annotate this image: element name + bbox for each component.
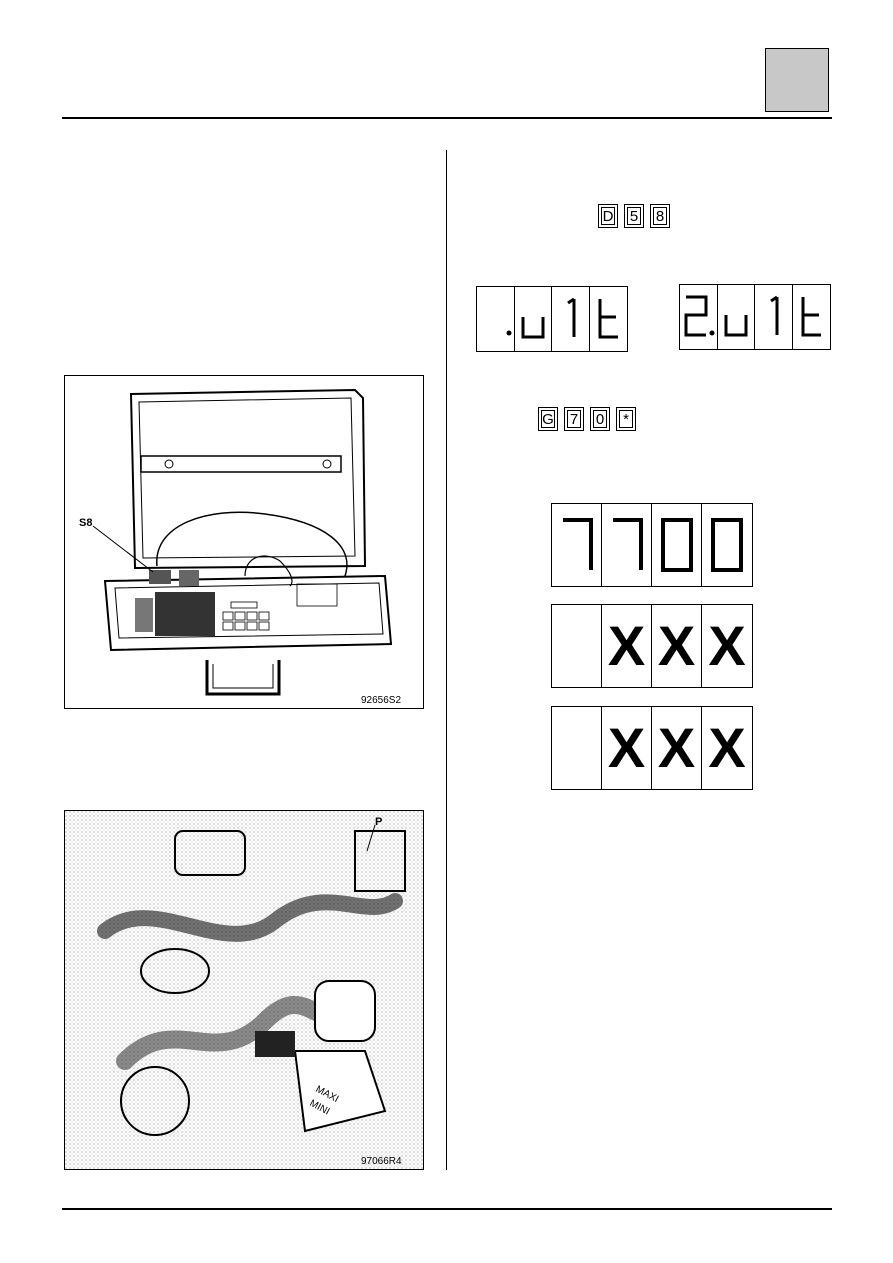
display-cell-blank xyxy=(552,605,602,687)
figure-diagnostic-case: S8 92656S2 xyxy=(64,375,424,709)
segment-t xyxy=(598,299,619,339)
key-sequence-2: G 7 0 * xyxy=(538,407,642,431)
segment-2-dot xyxy=(684,295,715,337)
display-1-vit xyxy=(476,286,628,352)
display-x: X xyxy=(607,716,646,779)
display-xxx-2: X X X xyxy=(551,706,753,790)
key-sequence-1: D 5 8 xyxy=(598,204,676,228)
key-8: 8 xyxy=(650,204,670,228)
key-d: D xyxy=(598,204,618,228)
segment-7 xyxy=(612,518,643,570)
figure-engine-bay: MAXI MINI P 97066R4 xyxy=(64,810,424,1170)
display-x: X xyxy=(607,614,646,677)
display-cell xyxy=(590,287,628,351)
display-cell xyxy=(755,285,793,349)
figure2-label-p: P xyxy=(375,816,382,828)
column-divider xyxy=(446,150,447,1170)
display-7700 xyxy=(551,503,753,587)
display-2-vit xyxy=(679,284,831,350)
segment-1 xyxy=(567,297,576,337)
key-star: * xyxy=(616,407,636,431)
key-5: 5 xyxy=(624,204,644,228)
key-0: 0 xyxy=(590,407,610,431)
segment-1 xyxy=(770,295,779,335)
diagnostic-case-illustration: S8 92656S2 xyxy=(79,388,401,706)
segment-u xyxy=(724,315,748,337)
display-cell: X xyxy=(602,605,652,687)
segment-u xyxy=(521,317,545,339)
display-cell xyxy=(702,504,752,586)
display-cell xyxy=(602,504,652,586)
display-cell: X xyxy=(652,605,702,687)
footer-rule xyxy=(62,1208,832,1210)
display-cell xyxy=(552,504,602,586)
display-xxx-1: X X X xyxy=(551,604,753,688)
display-cell: X xyxy=(702,707,752,789)
segment-0 xyxy=(711,518,743,572)
figure1-label-s8: S8 xyxy=(79,517,92,529)
section-tab-box xyxy=(765,48,829,112)
display-cell: X xyxy=(652,707,702,789)
display-cell xyxy=(718,285,755,349)
segment-dot xyxy=(506,330,512,336)
header-rule xyxy=(62,117,832,119)
display-cell xyxy=(652,504,702,586)
display-cell xyxy=(552,287,590,351)
figure1-code: 92656S2 xyxy=(361,695,401,706)
display-cell: X xyxy=(702,605,752,687)
figure2-code: 97066R4 xyxy=(361,1156,402,1167)
key-7: 7 xyxy=(564,407,584,431)
key-g: G xyxy=(538,407,558,431)
engine-bay-illustration: MAXI MINI P 97066R4 xyxy=(65,811,423,1169)
display-x: X xyxy=(708,614,746,677)
segment-0 xyxy=(660,518,693,572)
display-cell: X xyxy=(602,707,652,789)
display-x: X xyxy=(657,716,696,779)
display-cell xyxy=(793,285,831,349)
display-cell xyxy=(680,285,718,349)
segment-7 xyxy=(562,518,593,570)
display-cell-blank xyxy=(552,707,602,789)
display-x: X xyxy=(708,716,746,779)
segment-t xyxy=(801,297,822,337)
display-cell xyxy=(477,287,515,351)
display-cell xyxy=(515,287,552,351)
display-x: X xyxy=(657,614,696,677)
